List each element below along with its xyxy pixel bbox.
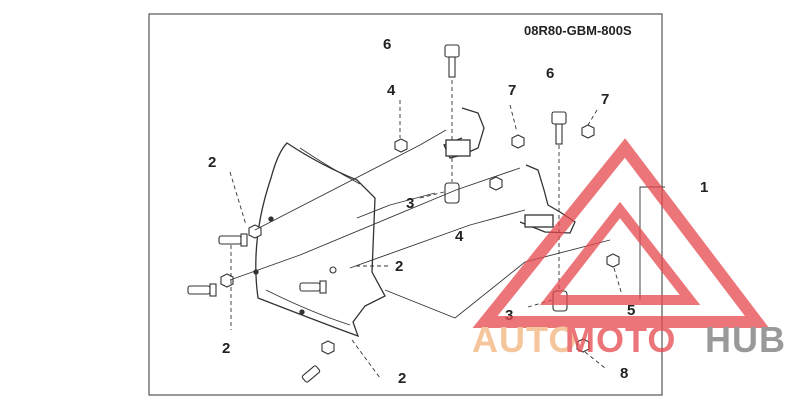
callout-2: 2 bbox=[395, 258, 403, 275]
part-code: 08R80-GBM-800S bbox=[524, 23, 632, 38]
watermark-moto: MOTO bbox=[565, 319, 676, 360]
watermark-hub: HUB bbox=[705, 319, 786, 360]
callout-2: 2 bbox=[398, 370, 406, 387]
nut-part bbox=[394, 124, 620, 353]
callout-4: 4 bbox=[455, 228, 464, 245]
centerlines bbox=[229, 80, 623, 379]
callout-6: 6 bbox=[546, 65, 554, 82]
watermark-auto: AUTO bbox=[472, 319, 577, 360]
callout-2: 2 bbox=[208, 154, 216, 171]
stay-bracket bbox=[443, 107, 485, 159]
callout-4: 4 bbox=[387, 82, 396, 99]
callout-7: 7 bbox=[508, 82, 516, 99]
callout-1: 1 bbox=[700, 179, 708, 196]
callout-7: 7 bbox=[601, 91, 609, 108]
callout-5: 5 bbox=[627, 302, 635, 319]
callout-6: 6 bbox=[383, 36, 391, 53]
bolt-part bbox=[444, 44, 460, 78]
windscreen-part bbox=[253, 142, 386, 338]
watermark-logo: AUTO MOTO HUB bbox=[472, 138, 786, 360]
callout-3: 3 bbox=[505, 307, 513, 324]
assembly-lines bbox=[229, 129, 665, 319]
watermark-triangle-inner bbox=[539, 201, 701, 305]
watermark-triangle-outer bbox=[472, 138, 770, 328]
callout-3: 3 bbox=[406, 195, 414, 212]
bolt-part bbox=[299, 266, 337, 294]
callout-8: 8 bbox=[620, 365, 628, 382]
callout-2: 2 bbox=[222, 340, 230, 357]
bolt-part bbox=[551, 111, 567, 145]
bolt-part bbox=[301, 340, 335, 383]
bolt-part bbox=[218, 224, 262, 247]
bolt-part bbox=[187, 273, 234, 297]
